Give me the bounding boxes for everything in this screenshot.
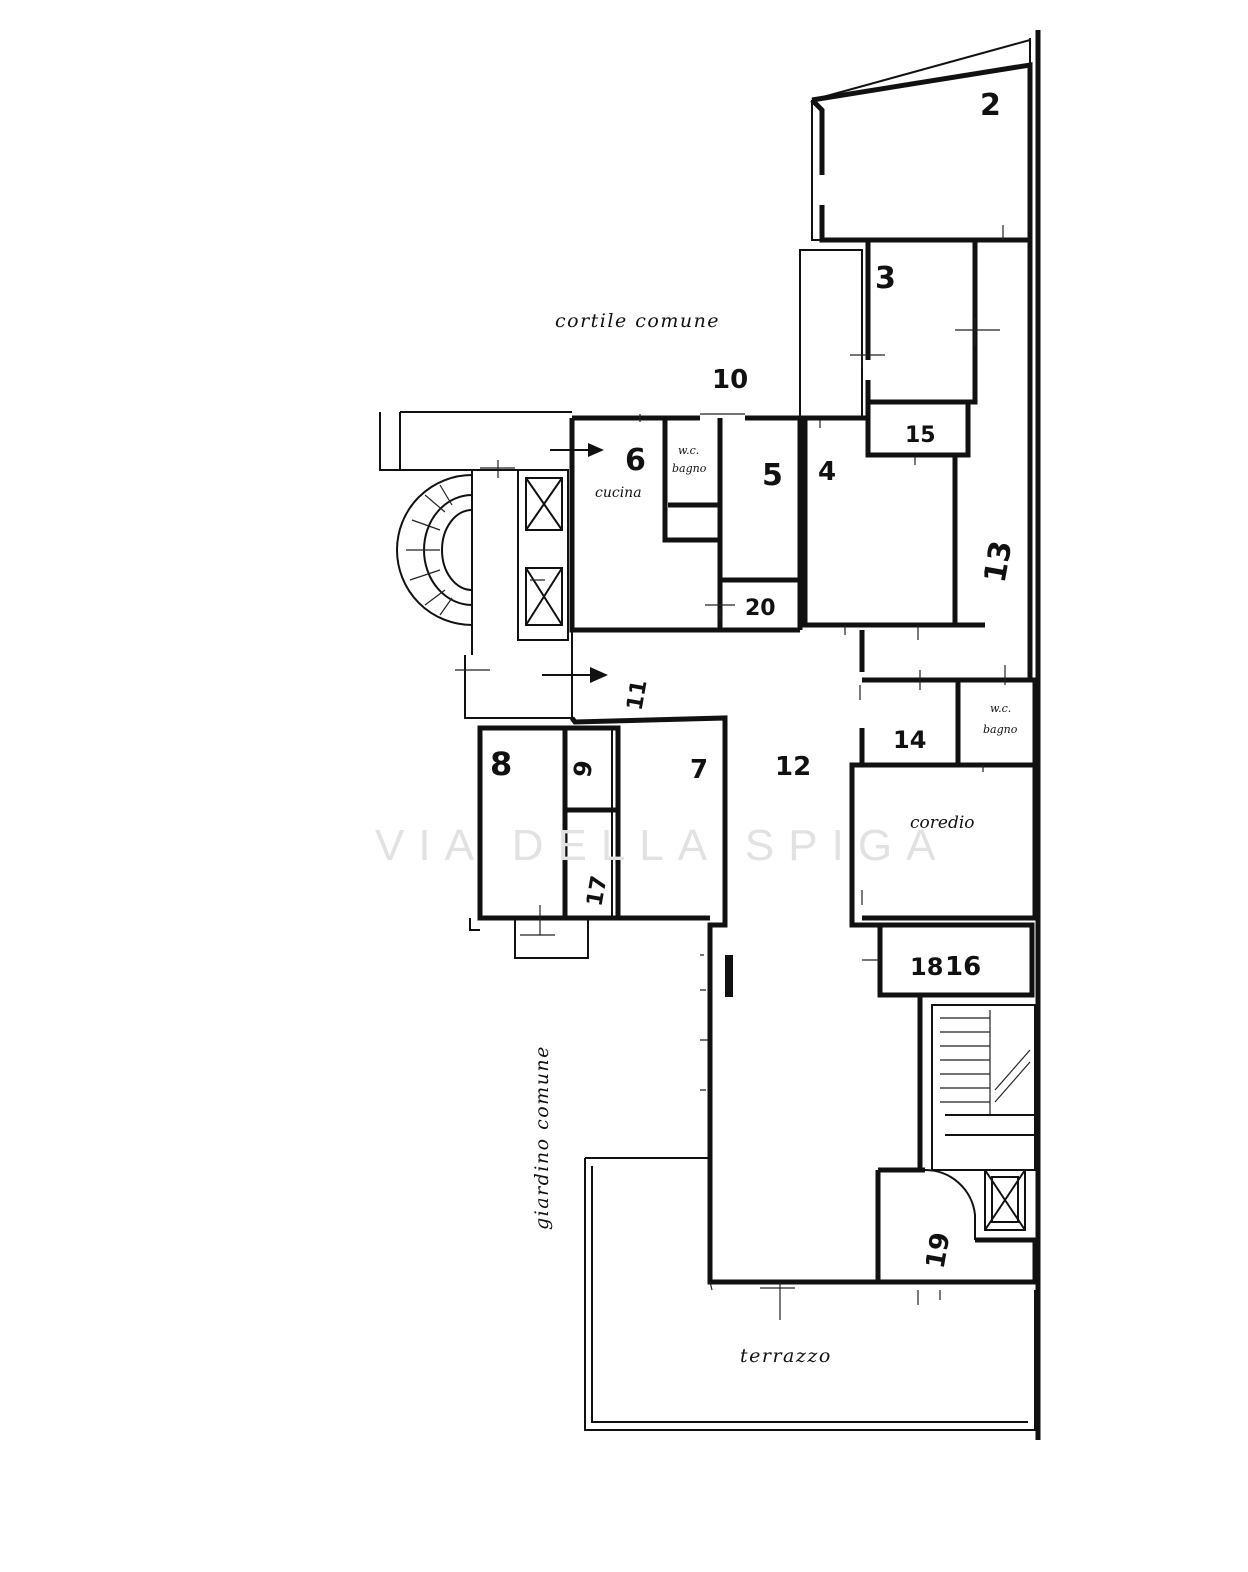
arrow-2-head	[590, 667, 608, 683]
arrows	[542, 443, 608, 683]
elevator-block	[517, 469, 569, 641]
spiral-treads	[406, 484, 453, 616]
label-wc-2: w.c.	[990, 702, 1011, 715]
room-number-13: 13	[978, 538, 1020, 585]
room-16-walls	[880, 922, 1035, 998]
arrow-1-head	[588, 443, 604, 457]
room-8-corner	[469, 918, 480, 931]
label-bagno-2: bagno	[983, 723, 1018, 736]
watermark: VIA DELLA SPIGA	[375, 821, 949, 870]
room-3-side	[799, 249, 863, 419]
room-2-outline	[811, 38, 1031, 241]
coredio-walls	[862, 762, 1038, 921]
elevator-3	[984, 1169, 1026, 1231]
room-number-9: 9	[568, 758, 598, 779]
room-number-19: 19	[921, 1230, 957, 1271]
label-terrazzo: terrazzo	[740, 1345, 832, 1367]
stair-landing	[945, 1114, 1035, 1136]
room-number-17: 17	[583, 874, 613, 909]
room-number-5: 5	[762, 458, 783, 493]
label-wc-1: w.c.	[678, 444, 699, 457]
room-number-20: 20	[745, 596, 776, 621]
room-number-4: 4	[818, 457, 836, 487]
terrazzo-outline	[584, 1157, 1036, 1431]
room-number-3: 3	[875, 261, 896, 296]
room-4-walls	[800, 418, 985, 628]
label-cortile: cortile comune	[555, 310, 720, 332]
stair-lower	[931, 1004, 1036, 1171]
elevator-2	[525, 567, 563, 626]
room-numbers: 2 3 4 5 6 7 8 9 10 11 12 13 14 15 16 17 …	[490, 88, 1019, 1271]
room-8-bay	[514, 918, 589, 959]
label-cucina: cucina	[595, 485, 642, 501]
door-marker	[725, 955, 733, 997]
room-number-8: 8	[490, 745, 512, 783]
room-number-14: 14	[893, 726, 926, 754]
room-number-16: 16	[945, 952, 981, 982]
elevator-1	[525, 477, 563, 531]
room-number-6: 6	[625, 443, 646, 478]
room-closets-walls	[565, 725, 621, 918]
walls	[379, 30, 1041, 1440]
room-8-walls	[477, 725, 710, 921]
label-bagno-1: bagno	[672, 462, 707, 475]
label-coredio: coredio	[910, 813, 975, 833]
room-number-7: 7	[690, 755, 708, 785]
room-number-2: 2	[980, 88, 1001, 123]
landing-outline	[379, 411, 573, 719]
room-19-walls	[875, 1167, 1038, 1285]
room-number-10: 10	[712, 365, 748, 395]
room-number-15: 15	[905, 423, 936, 448]
stair-treads	[940, 1010, 1031, 1115]
label-giardino: giardino comune	[531, 1045, 553, 1230]
opening-ticks	[455, 225, 1006, 1320]
room-number-18: 18	[910, 953, 943, 981]
room-19-door	[924, 1168, 976, 1240]
room-number-12: 12	[775, 752, 811, 782]
room-number-11: 11	[623, 678, 653, 713]
